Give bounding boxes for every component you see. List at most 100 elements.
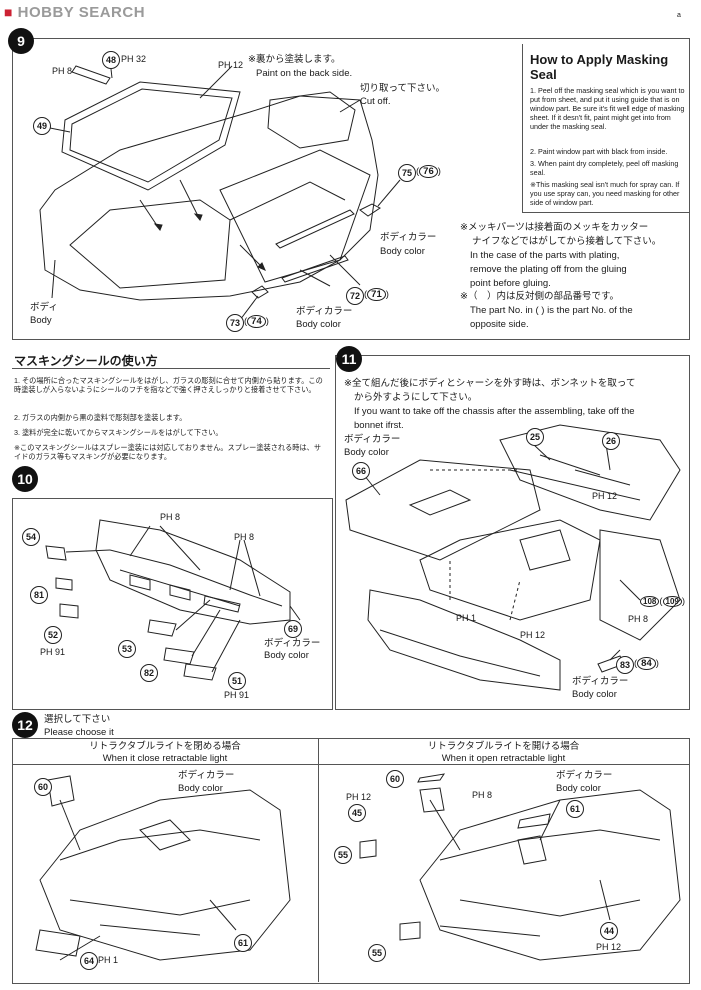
part-48: 48	[102, 51, 120, 69]
step10-frame	[12, 498, 333, 710]
part-72: 72	[346, 287, 364, 305]
part-51: 51	[228, 672, 246, 690]
watermark-text: HOBBY SEARCH	[17, 4, 146, 21]
step10-number: 10	[12, 466, 38, 492]
masking-en-item-4: ※This masking seal isn't much for spray …	[530, 180, 680, 207]
body-color-en-9a: Body color	[380, 246, 425, 257]
part-66: 66	[352, 462, 370, 480]
masking-en-item-3: 3. When paint dry completely, peel off m…	[530, 159, 679, 177]
step11-note-jp-2: から外すようにして下さい。	[354, 392, 478, 403]
ph-12-step12a: PH 12	[346, 792, 372, 802]
step11-frame	[335, 355, 690, 710]
plating-en-1: In the case of the parts with plating,	[470, 250, 620, 261]
step12-divider	[318, 738, 319, 982]
part-83: 83	[616, 656, 634, 674]
body-color-en-9b: Body color	[296, 319, 341, 330]
part-61-right: 61	[566, 800, 584, 818]
ph-label-8: PH 8	[52, 66, 73, 76]
body-color-en-11b: Body color	[572, 689, 617, 700]
top-right-mark: a	[677, 12, 681, 19]
step12-frame	[12, 738, 690, 984]
part-64-left: 64	[80, 952, 98, 970]
masking-jp-item-1: 1. その場所に合ったマスキングシールをはがし、ガラスの彫刻に合せて内側から貼り…	[14, 376, 323, 394]
part-81: 81	[30, 586, 48, 604]
part-108-109: 108(109)	[640, 596, 685, 607]
step12-header-rule	[12, 764, 689, 765]
ph-label-12: PH 12	[218, 60, 244, 70]
ph-8-step10b: PH 8	[234, 532, 255, 542]
body-color-en-12l: Body color	[178, 783, 223, 794]
ph-91-step10b: PH 91	[224, 690, 250, 700]
part-60-right: 60	[386, 770, 404, 788]
part-73: 73	[226, 314, 244, 332]
step12-left-title-jp: リトラクタブルライトを閉める場合	[89, 741, 241, 752]
plating-en-3: point before gluing.	[470, 278, 551, 289]
body-color-jp-9b: ボディカラー	[296, 306, 353, 317]
part-52: 52	[44, 626, 62, 644]
ph-12-step11a: PH 12	[592, 491, 618, 501]
part-60-left: 60	[34, 778, 52, 796]
step11-number: 11	[336, 346, 362, 372]
part-54: 54	[22, 528, 40, 546]
body-color-jp-11a: ボディカラー	[344, 434, 401, 445]
body-color-jp-11b: ボディカラー	[572, 676, 629, 687]
step11-note-en-2: bonnet ifrst.	[354, 420, 404, 431]
step12-choose-en: Please choose it	[44, 727, 114, 738]
body-color-en-12r: Body color	[556, 783, 601, 794]
part-45-right: 45	[348, 804, 366, 822]
ph-12-step11b: PH 12	[520, 630, 546, 640]
part-26: 26	[602, 432, 620, 450]
masking-en-title: How to Apply Masking Seal	[530, 52, 669, 82]
masking-jp-title: マスキングシールの使い方	[14, 354, 158, 368]
ph-8-step11: PH 8	[628, 614, 649, 624]
ph-label-32: PH 32	[121, 54, 147, 64]
part-53: 53	[118, 640, 136, 658]
ph-8-step12: PH 8	[472, 790, 493, 800]
note-back-en: Paint on the back side.	[256, 68, 353, 79]
part-82: 82	[140, 664, 158, 682]
part-69: 69	[284, 620, 302, 638]
part-55-right-a: 55	[334, 846, 352, 864]
ph-1-step11: PH 1	[456, 613, 477, 623]
part-74: (74)	[244, 315, 269, 328]
masking-jp-item-4: ※このマスキングシールはスプレー塗装には対応しておりません。スプレー塗装される時…	[14, 443, 322, 461]
body-color-jp-12r: ボディカラー	[556, 770, 613, 781]
step12-left-title-en: When it close retractable light	[102, 753, 228, 764]
part-84: (84)	[634, 657, 659, 670]
body-color-jp-9a: ボディカラー	[380, 232, 437, 243]
ph-8-step10a: PH 8	[160, 512, 181, 522]
part-55-right-b: 55	[368, 944, 386, 962]
body-color-en-11a: Body color	[344, 447, 389, 458]
body-color-jp-10: ボディカラー	[264, 638, 321, 649]
opposite-en-1: The part No. in ( ) is the part No. of t…	[470, 305, 633, 316]
part-49: 49	[33, 117, 51, 135]
step12-number: 12	[12, 712, 38, 738]
part-61-left: 61	[234, 934, 252, 952]
masking-en-item-1: 1. Peel off the masking seal which is yo…	[530, 86, 685, 131]
body-color-en-10: Body color	[264, 650, 309, 661]
masking-en-frame	[522, 44, 689, 213]
step11-note-en-1: If you want to take off the chassis afte…	[354, 406, 635, 417]
step12-choose-jp: 選択して下さい	[44, 714, 111, 725]
opposite-jp: ※（ ）内は反対側の部品番号です。	[460, 291, 620, 302]
part-76: (76)	[416, 165, 441, 178]
step11-note-jp-1: ※全て組んだ後にボディとシャーシを外す時は、ボンネットを取って	[344, 378, 636, 389]
note-cut-jp: 切り取って下さい。	[360, 83, 446, 94]
part-44-right: 44	[600, 922, 618, 940]
plating-en-2: remove the plating off from the gluing	[470, 264, 627, 275]
plating-jp-2: ナイフなどではがしてから接着して下さい。	[472, 236, 662, 247]
masking-en-item-2: 2. Paint window part with black from ins…	[530, 147, 668, 156]
masking-jp-rule	[12, 368, 330, 369]
step9-frame	[12, 38, 690, 340]
body-jp: ボディ	[30, 302, 58, 313]
ph-1-step12: PH 1	[98, 955, 119, 965]
note-cut-en: Cut off.	[360, 96, 391, 107]
watermark-logo: ■ HOBBY SEARCH	[4, 4, 146, 21]
step9-number: 9	[8, 28, 34, 54]
part-71: (71)	[364, 288, 389, 301]
step12-right-title-jp: リトラクタブルライトを開ける場合	[427, 741, 580, 752]
